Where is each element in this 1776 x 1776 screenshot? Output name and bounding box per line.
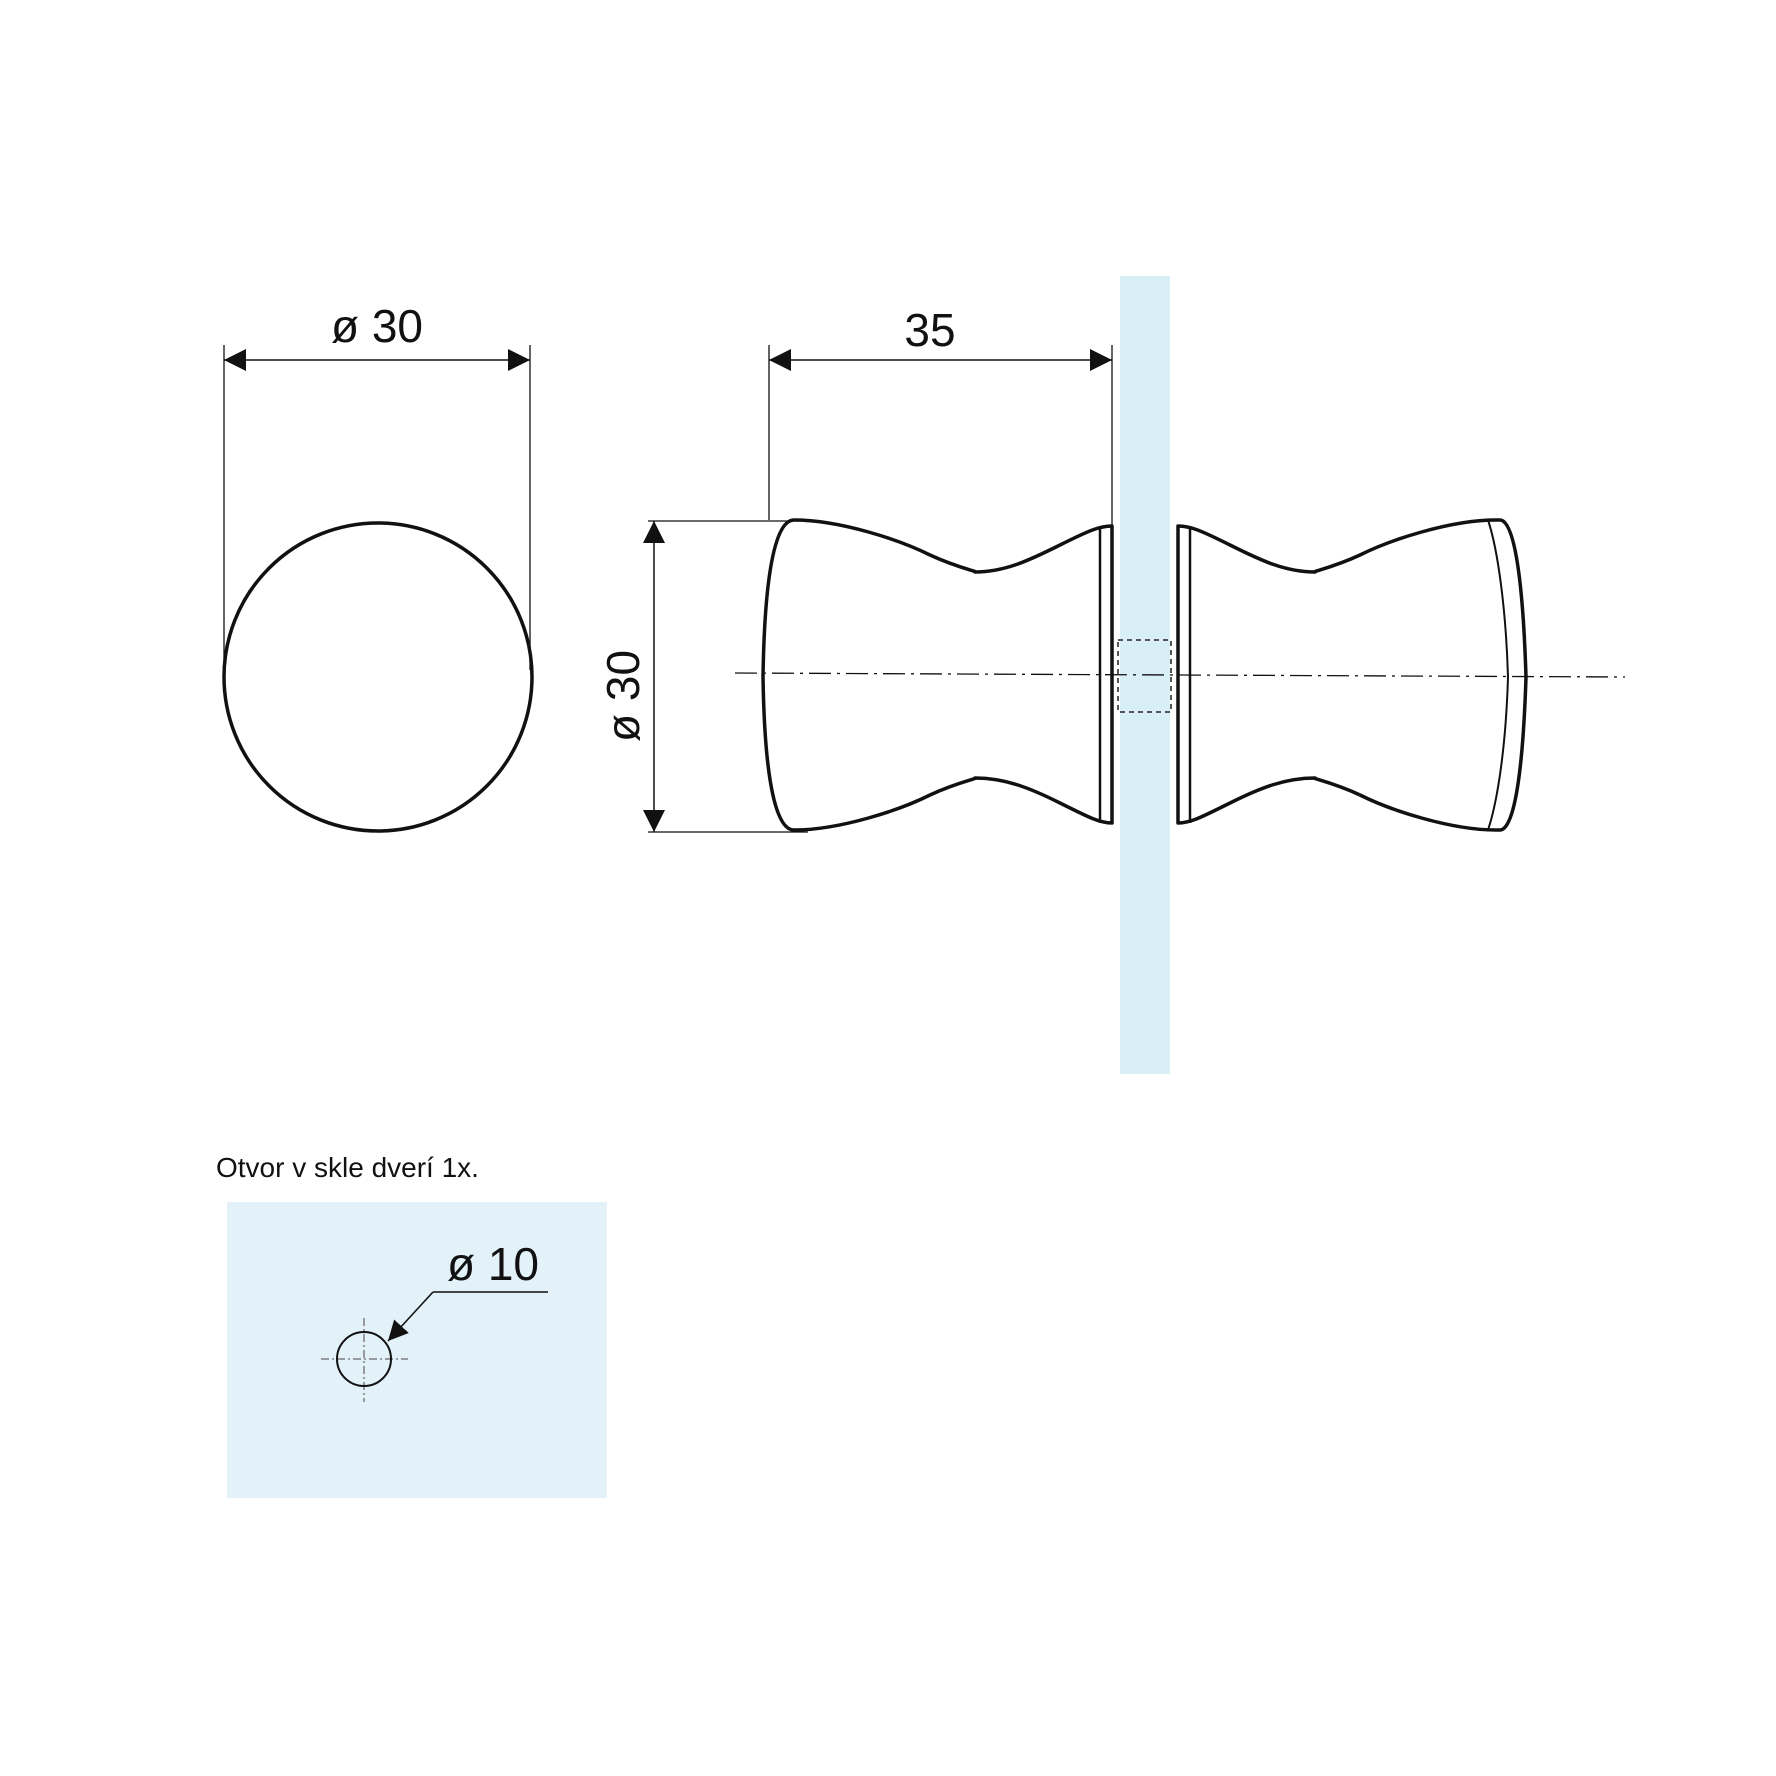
center-line <box>734 672 1626 678</box>
right-knob-outline <box>1176 518 1528 832</box>
side-view-length-label: 35 <box>904 304 955 356</box>
knob-top-view-circle <box>222 521 534 833</box>
hole-detail: Otvor v skle dverí 1x. ø 10 <box>216 1152 607 1498</box>
hole-detail-leader-arrow <box>387 1291 434 1342</box>
side-view: 35 ø 30 <box>597 304 1626 833</box>
hole-circle <box>336 1331 392 1387</box>
hole-detail-diameter-label: ø 10 <box>447 1238 539 1290</box>
left-knob-outline <box>761 518 1114 832</box>
hole-detail-note: Otvor v skle dverí 1x. <box>216 1152 479 1183</box>
side-view-diameter-label: ø 30 <box>597 650 649 742</box>
top-view-diameter-label: ø 30 <box>331 300 423 352</box>
right-knob-face-edge <box>1487 519 1510 831</box>
top-view: ø 30 <box>222 300 534 833</box>
hole-detail-panel <box>227 1202 607 1498</box>
